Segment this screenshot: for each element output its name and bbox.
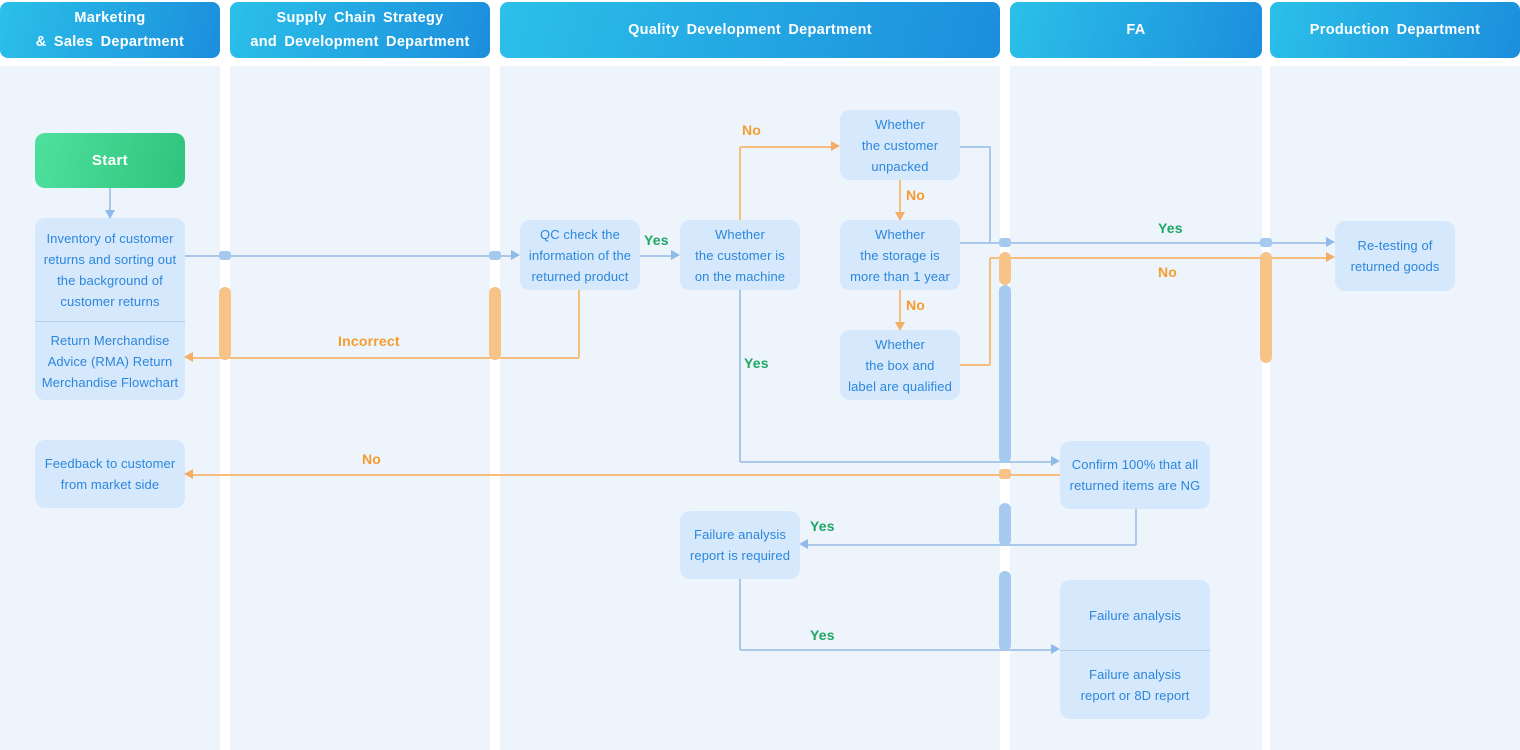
arrowhead-report-to-failure bbox=[1051, 644, 1060, 654]
bridge-orange-gap3-sq bbox=[999, 469, 1011, 479]
arrowhead-boxlabel-no bbox=[1326, 252, 1335, 262]
node-storage-one-year: Whether the storage is more than 1 year bbox=[840, 220, 960, 290]
edge-machine-to-confirm-v bbox=[739, 290, 741, 462]
edge-confirm-no-feedback bbox=[193, 474, 1060, 476]
edge-report-to-failure-h bbox=[740, 649, 1053, 651]
lane-header-quality: Quality Development Department bbox=[500, 2, 1000, 58]
edge-qc-to-machine bbox=[640, 255, 672, 257]
edge-machine-no-v bbox=[739, 147, 741, 220]
edge-qc-incorrect-h bbox=[193, 357, 579, 359]
lane-body-supply-chain bbox=[230, 66, 490, 750]
arrowhead-confirm-to-report bbox=[799, 539, 808, 549]
node-failure-report: Failure analysis report or 8D report bbox=[1080, 667, 1190, 703]
node-customer-on-machine: Whether the customer is on the machine bbox=[680, 220, 800, 290]
arrowhead-inventory-to-qc bbox=[511, 250, 520, 260]
edge-inventory-to-qc bbox=[185, 255, 512, 257]
edge-label-yes-report: Yes bbox=[810, 518, 835, 534]
edge-label-no-retest: No bbox=[1158, 264, 1178, 280]
edge-machine-to-confirm-h bbox=[740, 461, 1053, 463]
node-failure-analysis-group: Failure analysis Failure analysis report… bbox=[1060, 580, 1210, 719]
node-qc-check: QC check the information of the returned… bbox=[520, 220, 640, 290]
bridge-blue-gap3-top bbox=[999, 238, 1011, 247]
edge-unpacked-join-v bbox=[989, 146, 991, 243]
node-feedback-customer: Feedback to customer from market side bbox=[35, 440, 185, 508]
bridge-blue-gap3-low2 bbox=[999, 571, 1011, 651]
edge-label-yes-machine-down: Yes bbox=[744, 355, 769, 371]
arrowhead-qc-incorrect bbox=[184, 352, 193, 362]
lane-header-production: Production Department bbox=[1270, 2, 1520, 58]
lane-header-marketing: Marketing & Sales Department bbox=[0, 2, 220, 58]
edge-machine-no-h bbox=[740, 146, 832, 148]
arrowhead-unpacked-no bbox=[895, 212, 905, 221]
node-rma-flowchart: Return Merchandise Advice (RMA) Return M… bbox=[41, 332, 179, 390]
arrowhead-machine-to-confirm bbox=[1051, 456, 1060, 466]
edge-unpacked-no bbox=[899, 180, 901, 213]
bridge-orange-gap2 bbox=[489, 287, 501, 360]
arrowhead-machine-no bbox=[831, 141, 840, 151]
arrowhead-start-to-inventory bbox=[105, 210, 115, 219]
edge-storage-to-retest bbox=[960, 242, 1327, 244]
arrowhead-storage-to-retest bbox=[1326, 237, 1335, 247]
lane-body-production bbox=[1270, 66, 1520, 750]
edge-label-yes-failure: Yes bbox=[810, 627, 835, 643]
bridge-blue-gap1 bbox=[219, 251, 231, 260]
lane-body-quality bbox=[500, 66, 1000, 750]
bridge-orange-gap3-top bbox=[999, 252, 1011, 285]
node-confirm-ng: Confirm 100% that all returned items are… bbox=[1060, 441, 1210, 509]
bridge-blue-gap4-top bbox=[1260, 238, 1272, 247]
edge-confirm-to-report-h bbox=[808, 544, 1136, 546]
node-inventory-rma: Inventory of customer returns and sortin… bbox=[35, 218, 185, 400]
edge-label-no-storage: No bbox=[906, 297, 926, 313]
node-inventory: Inventory of customer returns and sortin… bbox=[35, 218, 185, 322]
bridge-orange-gap1 bbox=[219, 287, 231, 360]
node-box-label-qualified: Whether the box and label are qualified bbox=[840, 330, 960, 400]
arrowhead-storage-no bbox=[895, 322, 905, 331]
edge-boxlabel-no-h1 bbox=[960, 364, 990, 366]
bridge-blue-gap2 bbox=[489, 251, 501, 260]
bridge-orange-gap4 bbox=[1260, 252, 1272, 363]
edge-label-no-feedback: No bbox=[362, 451, 382, 467]
bridge-blue-gap3-mid bbox=[999, 285, 1011, 463]
edge-label-no-machine-up: No bbox=[742, 122, 762, 138]
node-start: Start bbox=[35, 133, 185, 188]
edge-qc-incorrect-v bbox=[578, 290, 580, 358]
edge-report-to-failure-v bbox=[739, 579, 741, 650]
node-failure-report-required: Failure analysis report is required bbox=[680, 511, 800, 579]
edge-unpacked-join-h bbox=[960, 146, 990, 148]
node-failure-analysis: Failure analysis bbox=[1060, 580, 1210, 651]
lane-header-supply-chain: Supply Chain Strategy and Development De… bbox=[230, 2, 490, 58]
edge-boxlabel-no-h2 bbox=[990, 257, 1327, 259]
edge-label-yes-retest: Yes bbox=[1158, 220, 1183, 236]
lane-header-fa: FA bbox=[1010, 2, 1262, 58]
edge-start-to-inventory bbox=[109, 188, 111, 210]
node-customer-unpacked: Whether the customer unpacked bbox=[840, 110, 960, 180]
edge-label-incorrect: Incorrect bbox=[338, 333, 400, 349]
node-retest-goods: Re-testing of returned goods bbox=[1335, 221, 1455, 291]
edge-label-no-unpacked: No bbox=[906, 187, 926, 203]
edge-confirm-to-report-v bbox=[1135, 509, 1137, 545]
edge-label-yes-qc: Yes bbox=[644, 232, 669, 248]
edge-boxlabel-no-v bbox=[989, 258, 991, 365]
edge-storage-no bbox=[899, 290, 901, 323]
bridge-blue-gap3-low1 bbox=[999, 503, 1011, 546]
arrowhead-qc-to-machine bbox=[671, 250, 680, 260]
arrowhead-confirm-no-feedback bbox=[184, 469, 193, 479]
